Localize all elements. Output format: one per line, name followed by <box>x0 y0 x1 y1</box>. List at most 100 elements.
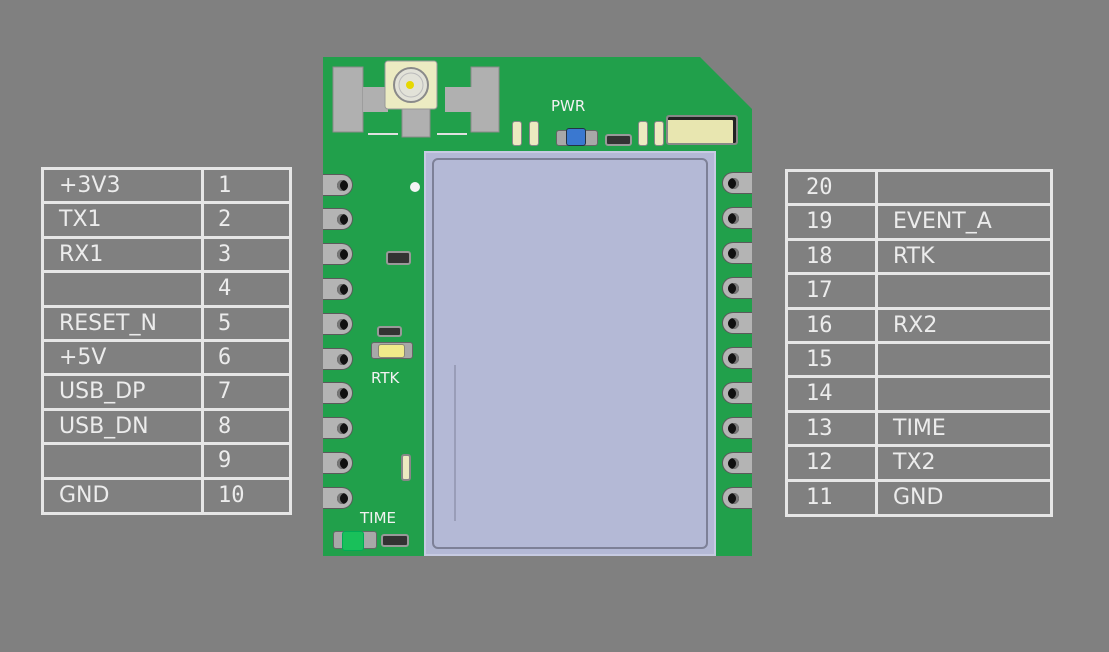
rtk-led-icon <box>378 344 405 358</box>
rtk-label: RTK <box>371 369 400 387</box>
castellated-pad-9 <box>323 452 353 474</box>
castellated-pad-18 <box>722 242 752 264</box>
pin-number: 13 <box>788 412 878 445</box>
castellated-pad-5 <box>323 313 353 335</box>
castellated-pad-8 <box>323 417 353 439</box>
signal-name: RX2 <box>893 312 938 338</box>
castellated-pad-19 <box>722 207 752 229</box>
signal-name <box>44 273 204 305</box>
signal-name: GND <box>893 484 944 510</box>
castellated-pad-15 <box>722 347 752 369</box>
signal-name <box>878 344 1050 375</box>
pin-number: 20 <box>788 172 878 204</box>
pin-number: 14 <box>788 378 878 410</box>
capacitor-icon <box>377 326 402 337</box>
resistor-icon <box>638 121 648 146</box>
pin-row: USB_DN 8 <box>44 410 289 446</box>
pin-row: +3V3 1 <box>44 170 289 205</box>
crystal-icon <box>666 115 738 145</box>
pin-number: 5 <box>218 310 232 336</box>
castellated-pad-12 <box>722 452 752 474</box>
signal-name: TX2 <box>893 450 936 476</box>
pin-row: 4 <box>44 273 289 308</box>
pin-number: 11 <box>788 481 878 516</box>
signal-name: RESET_N <box>44 307 204 339</box>
pin-number: 16 <box>788 309 878 341</box>
time-led-icon <box>342 531 364 551</box>
gnss-module-board: PWR RTK TIME <box>323 57 752 556</box>
signal-name: RX1 <box>44 238 204 271</box>
castellated-pad-10 <box>323 487 353 509</box>
signal-name <box>878 378 1050 409</box>
pin-row: 14 <box>788 378 1050 413</box>
time-label: TIME <box>360 509 397 527</box>
castellated-pad-14 <box>722 382 752 404</box>
resistor-icon <box>654 121 664 146</box>
castellated-pad-3 <box>323 243 353 265</box>
capacitor-icon <box>605 134 632 146</box>
castellated-pad-16 <box>722 312 752 334</box>
signal-name: RTK <box>893 243 935 269</box>
pin1-marker-icon <box>410 182 420 192</box>
pin-number: 3 <box>218 241 232 267</box>
pin-number: 1 <box>218 173 232 198</box>
castellated-pad-1 <box>323 174 353 196</box>
capacitor-icon <box>381 534 409 547</box>
pin-number: 17 <box>788 275 878 307</box>
signal-name: USB_DP <box>44 376 204 408</box>
pin-row: TX1 2 <box>44 204 289 239</box>
signal-name: TIME <box>893 415 946 441</box>
antenna-icon <box>332 60 500 138</box>
pin-number: 10 <box>218 482 245 508</box>
signal-name: TX1 <box>44 204 204 236</box>
pin-number: 2 <box>218 207 232 233</box>
capacitor-icon <box>386 251 411 265</box>
pin-number: 8 <box>218 413 232 439</box>
resistor-icon <box>512 121 522 146</box>
pin-number: 6 <box>218 344 232 370</box>
pin-row: 17 <box>788 275 1050 310</box>
pwr-led-icon <box>566 128 586 146</box>
rf-shield-can <box>424 151 716 556</box>
pin-number: 15 <box>788 343 878 376</box>
pin-row: USB_DP 7 <box>44 376 289 411</box>
pin-row: 20 <box>788 172 1050 207</box>
pin-number: 19 <box>788 206 878 238</box>
castellated-pad-13 <box>722 417 752 439</box>
signal-name: GND <box>44 479 204 514</box>
pin-row: 9 <box>44 445 289 480</box>
pin-row: 13 TIME <box>788 412 1050 448</box>
pin-number: 4 <box>218 276 232 302</box>
signal-name: USB_DN <box>44 410 204 443</box>
castellated-pad-11 <box>722 487 752 509</box>
pin-number: 9 <box>218 448 232 474</box>
castellated-pad-20 <box>722 172 752 194</box>
pin-row: GND 10 <box>44 479 289 514</box>
signal-name: +5V <box>44 341 204 374</box>
castellated-pad-4 <box>323 278 353 300</box>
pin-row: RX1 3 <box>44 238 289 274</box>
pin-row: 11 GND <box>788 481 1050 516</box>
castellated-pad-7 <box>323 382 353 404</box>
resistor-icon <box>401 454 411 481</box>
signal-name <box>44 445 204 477</box>
resistor-icon <box>529 121 539 146</box>
pwr-label: PWR <box>551 97 586 115</box>
pin-row: RESET_N 5 <box>44 307 289 342</box>
signal-name <box>878 275 1050 306</box>
pin-row: +5V 6 <box>44 341 289 377</box>
pin-number: 18 <box>788 240 878 273</box>
pin-row: 15 <box>788 343 1050 379</box>
signal-name <box>878 172 1050 203</box>
castellated-pad-17 <box>722 277 752 299</box>
castellated-pad-2 <box>323 208 353 230</box>
signal-name: +3V3 <box>44 170 204 202</box>
pin-row: 16 RX2 <box>788 309 1050 344</box>
pin-row: 18 RTK <box>788 240 1050 276</box>
pin-number: 7 <box>218 379 232 405</box>
castellated-pad-6 <box>323 348 353 370</box>
